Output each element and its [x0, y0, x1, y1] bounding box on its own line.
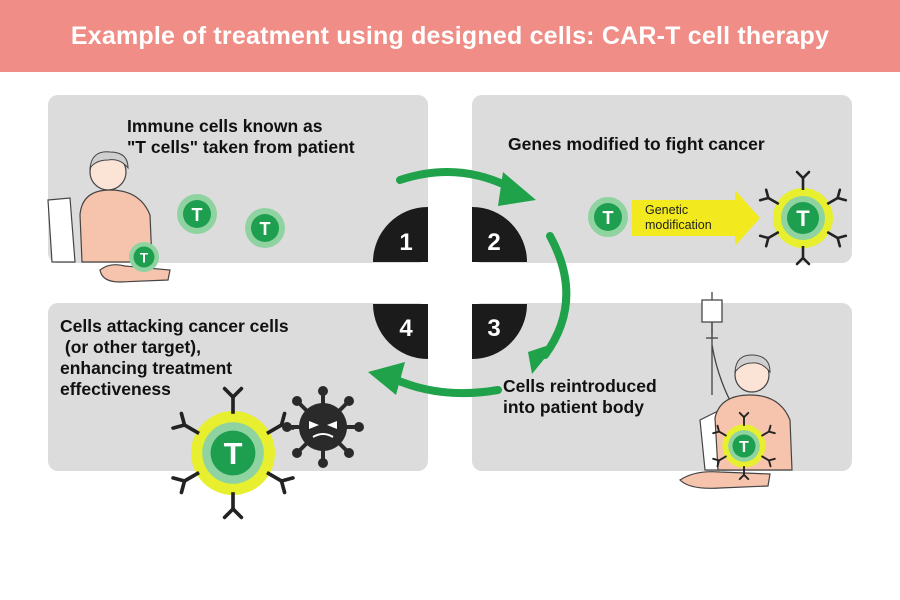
arrowhead-1 [498, 172, 536, 206]
t-cell-letter: T [739, 439, 749, 456]
iv-drip-icon [701, 292, 736, 411]
arrowhead-2 [528, 342, 558, 374]
t-cell-letter: T [603, 208, 614, 228]
car-t-cell-icon: T [712, 411, 776, 481]
title-banner: Example of treatment using designed cell… [0, 0, 900, 72]
arrow-3-to-4 [388, 374, 502, 398]
t-cell-letter: T [140, 250, 149, 265]
step-badge-4: 4 [373, 304, 428, 359]
genetic-modification-arrow: Genetic modification [632, 190, 760, 246]
genetic-modification-label-line-2: modification [645, 218, 712, 232]
patient-illustration-1 [47, 151, 171, 283]
genetic-modification-label-line-1: Genetic [645, 203, 688, 217]
t-cell-icon: T [245, 208, 285, 248]
step-number-2: 2 [487, 229, 500, 256]
cancer-cell-icon [282, 386, 364, 468]
step-3-label: Cells reintroduced into patient body [503, 376, 657, 417]
t-cell-icon: T [129, 242, 159, 272]
arrow-1-to-2 [396, 168, 519, 194]
step-badge-1: 1 [373, 207, 428, 262]
arrowheads [368, 172, 558, 395]
arrowhead-3 [368, 362, 405, 395]
step-4-label: Cells attacking cancer cells (or other t… [60, 316, 289, 399]
car-t-cell-icon: T [171, 386, 295, 520]
t-cell-letter: T [192, 205, 203, 225]
car-t-cell-icon: T [758, 170, 848, 266]
step-badge-3: 3 [472, 304, 527, 359]
step-badge-2: 2 [472, 207, 527, 262]
step-2-label: Genes modified to fight cancer [508, 134, 765, 154]
arrow-2-to-3 [541, 232, 571, 359]
step-number-4: 4 [399, 315, 413, 342]
step-1-label: Immune cells known as "T cells" taken fr… [127, 116, 355, 157]
t-cell-letter: T [796, 206, 810, 231]
t-cell-letter: T [224, 436, 243, 471]
t-cell-icon: T [588, 197, 628, 237]
t-cell-icon: T [177, 194, 217, 234]
patient-illustration-3 [679, 354, 793, 489]
page-title: Example of treatment using designed cell… [70, 21, 830, 50]
step-number-1: 1 [399, 229, 412, 256]
t-cell-letter: T [260, 219, 271, 239]
step-number-3: 3 [487, 315, 500, 342]
